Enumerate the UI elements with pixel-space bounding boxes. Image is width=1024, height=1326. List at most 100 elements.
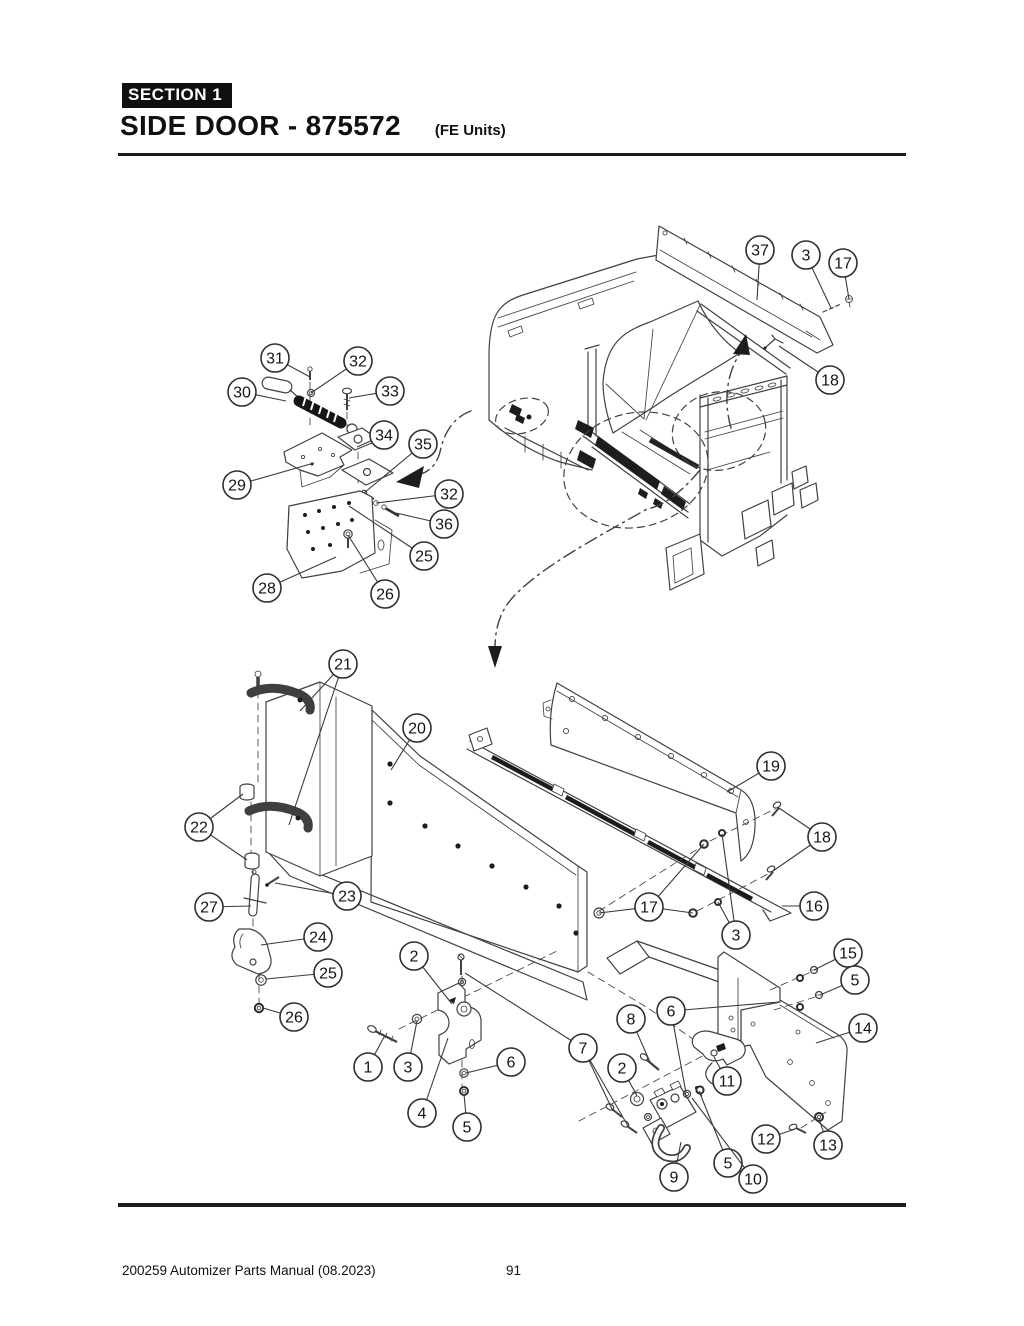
callout-1: 1 — [353, 1036, 385, 1082]
header-rule — [118, 153, 906, 156]
callout-35: 35 — [363, 429, 438, 494]
leader-line — [721, 833, 737, 936]
callout-13: 13 — [813, 1118, 843, 1160]
leader-line — [691, 1097, 754, 1180]
callout-number: 17 — [640, 900, 658, 917]
callout-number: 6 — [667, 1004, 676, 1021]
callout-number: 3 — [732, 928, 741, 945]
callout-balloon — [227, 377, 257, 407]
callout-number: 20 — [408, 721, 426, 738]
callout-number: 1 — [364, 1060, 373, 1077]
callout-number: 15 — [839, 946, 857, 963]
callout-balloon — [452, 1112, 482, 1142]
callout-balloon — [313, 958, 343, 988]
callout-balloon — [815, 365, 845, 395]
callout-5: 5 — [452, 1093, 482, 1142]
callout-31: 31 — [260, 343, 311, 378]
leader-line — [348, 505, 425, 557]
callout-24: 24 — [260, 922, 333, 952]
callout-26: 26 — [347, 534, 400, 609]
callout-balloon — [568, 1033, 598, 1063]
callout-16: 16 — [782, 891, 829, 921]
callout-26: 26 — [262, 1002, 309, 1032]
callout-6: 6 — [656, 996, 780, 1094]
callout-balloon — [407, 1098, 437, 1128]
callout-balloon — [616, 1004, 646, 1034]
callout-balloon — [402, 713, 432, 743]
footer-rule — [118, 1203, 906, 1207]
callout-balloon — [303, 922, 333, 952]
callout-number: 37 — [751, 243, 769, 260]
detail-arrow-curve-left — [420, 410, 472, 475]
callout-balloon — [634, 892, 664, 922]
callout-number: 26 — [285, 1010, 303, 1027]
callout-14: 14 — [815, 1013, 878, 1044]
callout-33: 33 — [348, 376, 405, 406]
callout-number: 12 — [757, 1132, 775, 1149]
callout-2: 2 — [399, 941, 453, 1005]
callout-number: 3 — [802, 248, 811, 265]
callout-balloon — [659, 1162, 689, 1192]
leader-line — [464, 972, 584, 1049]
callout-balloon — [745, 235, 775, 265]
detail-arrow-curve-up — [726, 351, 742, 429]
callout-number: 14 — [854, 1021, 872, 1038]
callout-balloon — [370, 579, 400, 609]
callout-balloon — [393, 1052, 423, 1082]
callout-number: 19 — [762, 759, 780, 776]
callout-number: 17 — [834, 256, 852, 273]
page-subtitle: (FE Units) — [434, 122, 506, 139]
callout-6: 6 — [465, 1047, 526, 1077]
callout-balloon — [408, 429, 438, 459]
leader-line — [288, 663, 344, 826]
callout-18: 18 — [772, 807, 837, 872]
callout-balloon — [353, 1052, 383, 1082]
callout-balloon — [756, 751, 786, 781]
callout-34: 34 — [356, 420, 399, 450]
callout-balloon — [607, 1053, 637, 1083]
callout-number: 8 — [627, 1012, 636, 1029]
callout-23: 23 — [274, 881, 362, 911]
callout-balloon — [252, 573, 282, 603]
callout-number: 33 — [381, 384, 399, 401]
callout-27: 27 — [194, 892, 252, 922]
callout-balloon — [738, 1164, 768, 1194]
callout-number: 7 — [579, 1041, 588, 1058]
callout-number: 32 — [349, 354, 367, 371]
callout-number: 2 — [410, 949, 419, 966]
callout-36: 36 — [395, 509, 459, 539]
callout-balloon — [828, 248, 858, 278]
callout-5: 5 — [819, 965, 870, 996]
callout-balloon — [791, 240, 821, 270]
callout-balloon — [279, 1002, 309, 1032]
arrow-down-icon — [488, 646, 502, 668]
callout-balloon — [496, 1047, 526, 1077]
callout-8: 8 — [616, 1004, 651, 1063]
callout-number: 31 — [266, 351, 284, 368]
callout-25: 25 — [348, 505, 439, 571]
machine-overview-drawing — [396, 247, 819, 668]
callout-number: 9 — [670, 1170, 679, 1187]
callout-17: 17 — [598, 843, 705, 922]
callout-21: 21 — [288, 649, 358, 826]
callout-balloon — [222, 470, 252, 500]
callout-balloon — [429, 509, 459, 539]
section-badge: SECTION 1 — [122, 83, 233, 108]
callout-number: 21 — [334, 657, 352, 674]
callout-19: 19 — [726, 751, 786, 793]
callout-balloon — [807, 822, 837, 852]
callout-number: 10 — [744, 1172, 762, 1189]
callout-balloon — [721, 920, 751, 950]
callout-12: 12 — [751, 1124, 796, 1154]
callout-20: 20 — [390, 713, 432, 771]
leader-line — [582, 1047, 629, 1127]
callout-32: 32 — [310, 346, 373, 394]
footer-page-number: 91 — [506, 1263, 522, 1278]
callout-5: 5 — [698, 1090, 743, 1178]
callout-balloon — [813, 1130, 843, 1160]
arrow-up-icon — [733, 334, 750, 355]
callout-number: 5 — [463, 1120, 472, 1137]
callout-balloon — [328, 649, 358, 679]
